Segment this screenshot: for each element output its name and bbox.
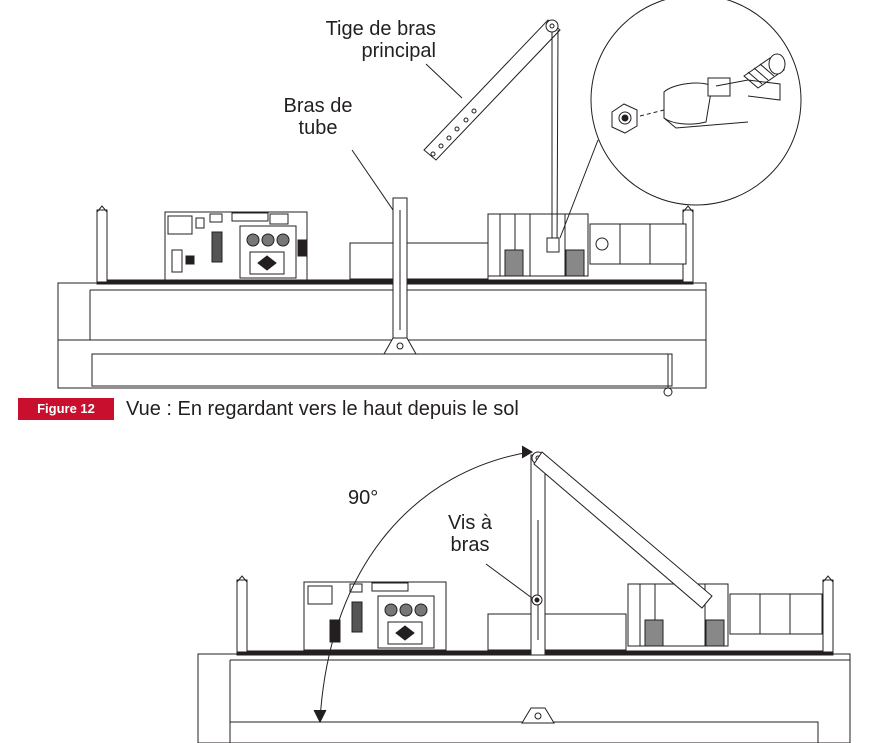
diagonal-link [533, 451, 713, 609]
tube-arm-label-line2: tube [298, 117, 338, 139]
leader-main-arm-rod [425, 63, 463, 99]
tube-arm-label: Bras de tube [268, 95, 368, 139]
angle-label: 90° [348, 487, 379, 509]
lock-washer-icon [663, 77, 749, 129]
arm-screw-label-line1: Vis à [447, 512, 493, 534]
detail-callout [559, 0, 802, 239]
motor-gearbox [487, 213, 687, 277]
control-board-bottom [303, 581, 447, 651]
control-board [164, 211, 308, 281]
bottom-operator-assembly [197, 445, 851, 743]
main-arm-rod-label-line1: Tige de bras [325, 18, 436, 40]
angle-arc [319, 451, 531, 721]
main-arm-rod [423, 19, 561, 253]
main-arm-rod-label: Tige de bras principal [296, 18, 436, 62]
main-arm-vertical [521, 451, 555, 724]
figure-caption: Vue : En regardant vers le haut depuis l… [126, 398, 519, 420]
arm-screw-label: Vis à bras [420, 512, 520, 556]
main-arm-rod-label-line2: principal [361, 40, 436, 62]
hex-nut-icon [611, 103, 638, 134]
figure-number-badge: Figure 12 [18, 398, 114, 420]
tube-arm [383, 197, 417, 355]
tube-arm-label-line1: Bras de [283, 95, 353, 117]
motor-gearbox-bottom [627, 583, 823, 647]
top-operator-assembly [57, 0, 802, 397]
arm-screw-label-line2: bras [450, 534, 490, 556]
leader-arm-screw [485, 563, 533, 599]
leader-tube-arm [351, 149, 394, 211]
